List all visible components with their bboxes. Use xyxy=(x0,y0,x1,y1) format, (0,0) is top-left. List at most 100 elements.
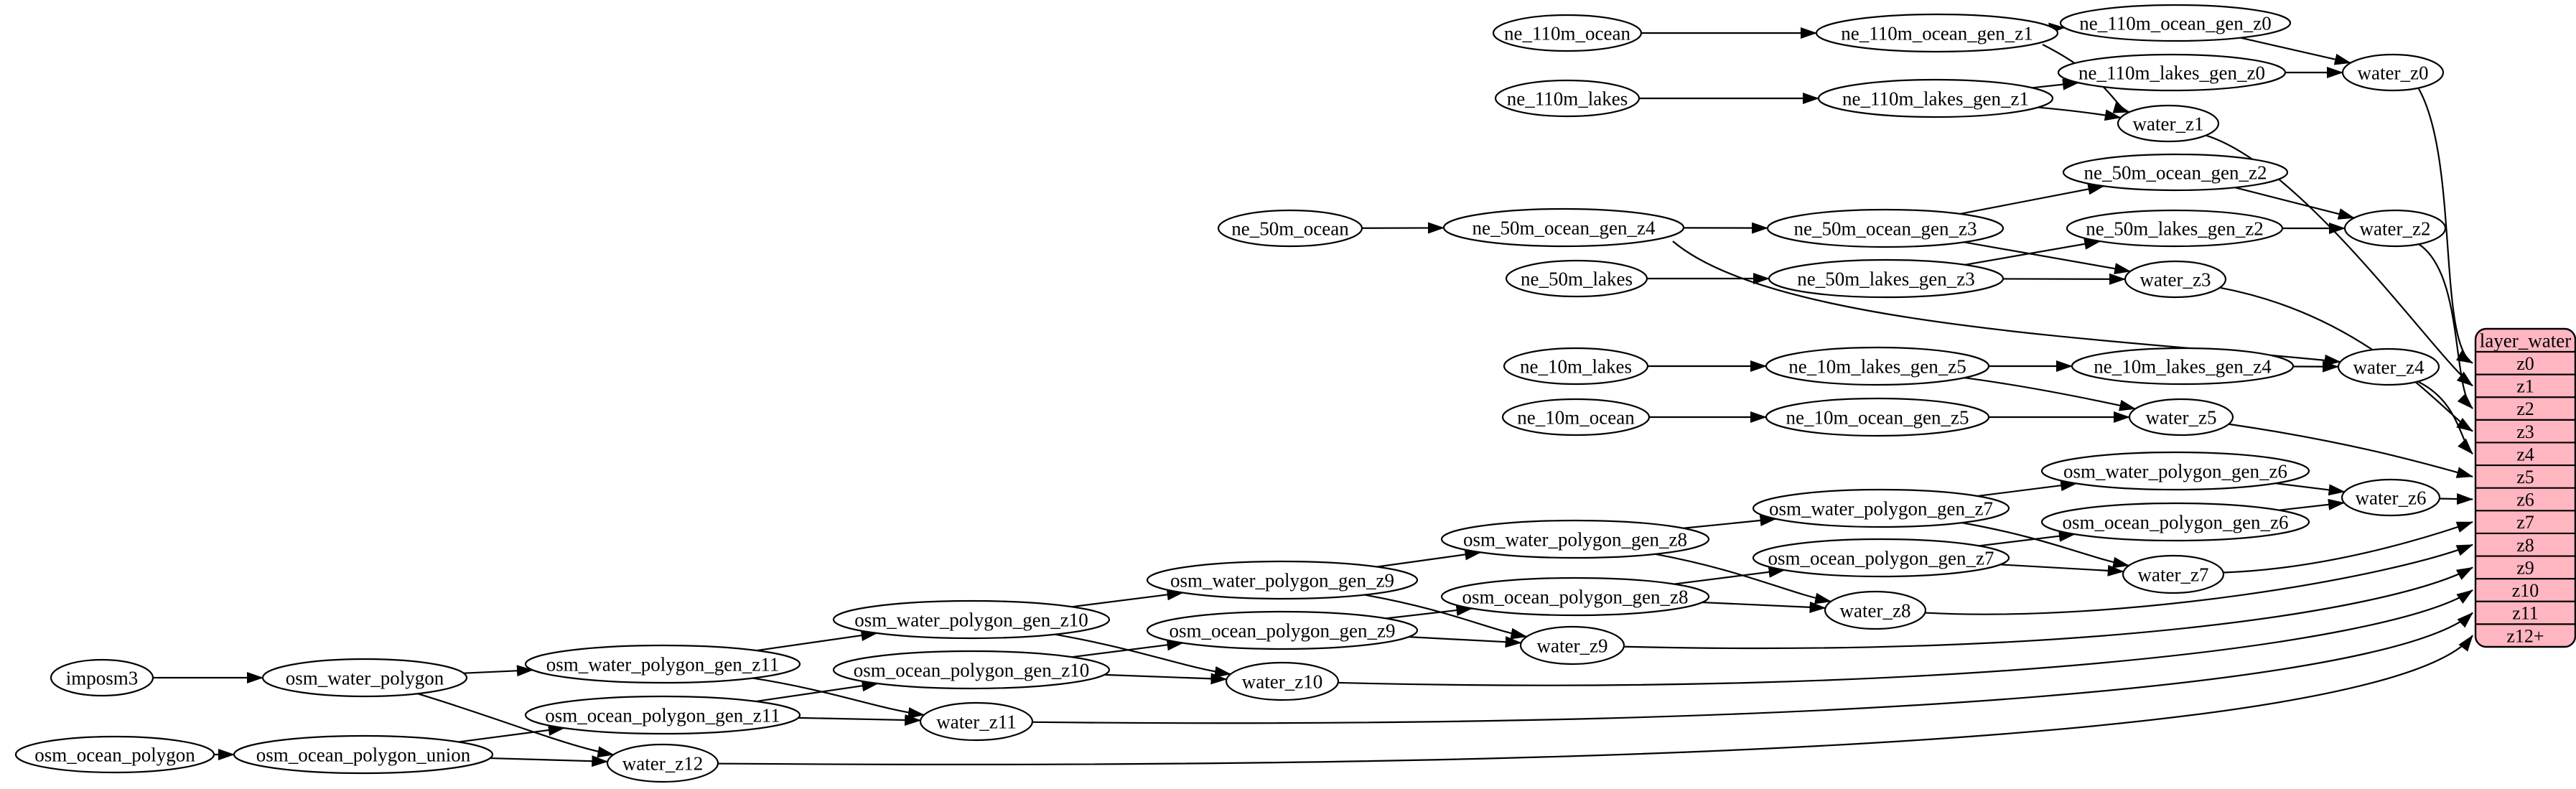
table-row-z8: z8 xyxy=(2516,535,2534,556)
edge-osm_water_polygon_gen_z11-to-osm_water_polygon_gen_z10 xyxy=(756,630,878,652)
node-label-osm_water_polygon_gen_z9: osm_water_polygon_gen_z9 xyxy=(1170,569,1394,591)
node-imposm3: imposm3 xyxy=(50,658,154,697)
node-ne_50m_ocean_gen_z3: ne_50m_ocean_gen_z3 xyxy=(1766,208,2005,248)
node-label-ne_10m_lakes: ne_10m_lakes xyxy=(1520,355,1632,377)
edge-ne_50m_ocean_gen_z2-to-water_z2 xyxy=(2234,187,2355,220)
node-label-water_z5: water_z5 xyxy=(2146,406,2217,428)
node-ellipse-water_z2 xyxy=(2343,209,2447,248)
edge-osm_water_polygon-to-osm_water_polygon_gen_z11 xyxy=(463,665,533,677)
node-label-ne_50m_lakes_gen_z3: ne_50m_lakes_gen_z3 xyxy=(1797,268,1974,289)
node-osm_water_polygon_gen_z7: osm_water_polygon_gen_z7 xyxy=(1752,488,2010,528)
node-ellipse-water_z5 xyxy=(2128,398,2234,436)
node-ellipse-imposm3 xyxy=(50,658,154,697)
node-label-water_z2: water_z2 xyxy=(2360,218,2431,239)
edge-ne_110m_ocean_gen_z1-to-ne_110m_ocean_gen_z0 xyxy=(2048,22,2066,34)
edge-osm_ocean_polygon_gen_z8-to-water_z8 xyxy=(1702,601,1826,613)
node-label-ne_50m_ocean_gen_z2: ne_50m_ocean_gen_z2 xyxy=(2084,162,2267,183)
node-ellipse-osm_ocean_polygon_gen_z8 xyxy=(1440,576,1710,617)
node-ellipse-ne_110m_lakes_gen_z0 xyxy=(2057,53,2287,92)
node-ellipse-ne_10m_ocean_gen_z5 xyxy=(1765,397,1990,437)
node-ellipse-ne_50m_ocean_gen_z2 xyxy=(2062,153,2289,192)
edge-water_z6-to-layer_water-z6 xyxy=(2439,493,2473,505)
node-label-osm_ocean_polygon: osm_ocean_polygon xyxy=(34,744,195,765)
node-label-ne_50m_ocean_gen_z4: ne_50m_ocean_gen_z4 xyxy=(1473,217,1656,238)
node-label-ne_10m_ocean_gen_z5: ne_10m_ocean_gen_z5 xyxy=(1786,406,1969,428)
node-ellipse-osm_water_polygon_gen_z7 xyxy=(1752,488,2010,528)
edge-water_z0-to-layer_water-z0 xyxy=(2417,87,2473,364)
node-ne_10m_ocean: ne_10m_ocean xyxy=(1501,398,1651,436)
edge-water_z9-to-layer_water-z9 xyxy=(1623,566,2473,650)
node-ellipse-ne_10m_lakes_gen_z4 xyxy=(2071,347,2295,386)
node-label-imposm3: imposm3 xyxy=(66,667,139,688)
edge-water_z1-to-layer_water-z1 xyxy=(2206,134,2473,387)
node-label-ne_110m_ocean: ne_110m_ocean xyxy=(1504,22,1630,44)
layer-water-table: layer_waterz0z1z2z3z4z5z6z7z8z9z10z11z12… xyxy=(2474,327,2576,648)
node-ellipse-water_z4 xyxy=(2337,347,2440,386)
table-row-z4: z4 xyxy=(2516,444,2534,464)
node-label-water_z6: water_z6 xyxy=(2356,487,2427,508)
table-row-z3: z3 xyxy=(2516,421,2534,442)
node-label-ne_110m_lakes: ne_110m_lakes xyxy=(1507,88,1628,109)
node-ellipse-osm_ocean_polygon xyxy=(14,735,215,774)
node-water_z9: water_z9 xyxy=(1519,625,1625,666)
node-label-osm_water_polygon_gen_z8: osm_water_polygon_gen_z8 xyxy=(1463,528,1687,550)
edge-osm_water_polygon_gen_z9-to-osm_water_polygon_gen_z8 xyxy=(1377,548,1482,568)
table-row-z9: z9 xyxy=(2516,557,2534,578)
node-ellipse-ne_10m_lakes xyxy=(1503,347,1649,386)
edge-ne_50m_ocean_gen_z3-to-water_z3 xyxy=(1964,241,2132,275)
edge-osm_water_polygon_gen_z10-to-water_z10 xyxy=(1055,633,1232,678)
edge-osm_water_polygon_gen_z6-to-water_z6 xyxy=(2275,482,2346,496)
edge-osm_ocean_polygon_union-to-osm_ocean_polygon_gen_z11 xyxy=(458,724,565,743)
node-ellipse-osm_water_polygon_gen_z8 xyxy=(1440,519,1710,559)
node-label-ne_110m_lakes_gen_z1: ne_110m_lakes_gen_z1 xyxy=(1842,88,2029,109)
node-label-water_z11: water_z11 xyxy=(936,711,1016,732)
node-ellipse-osm_water_polygon_gen_z9 xyxy=(1146,560,1419,600)
node-label-water_z7: water_z7 xyxy=(2138,564,2209,585)
node-ellipse-osm_ocean_polygon_gen_z9 xyxy=(1146,610,1419,650)
edge-osm_water_polygon_gen_z9-to-water_z9 xyxy=(1364,594,1528,640)
table-row-z10: z10 xyxy=(2512,580,2539,601)
edge-osm_ocean_polygon_union-to-water_z12 xyxy=(490,755,609,767)
node-label-osm_ocean_polygon_union: osm_ocean_polygon_union xyxy=(256,744,471,765)
edge-osm_water_polygon_gen_z11-to-water_z11 xyxy=(752,677,925,719)
node-ne_50m_ocean: ne_50m_ocean xyxy=(1217,209,1363,248)
node-ne_110m_lakes: ne_110m_lakes xyxy=(1494,79,1641,118)
edge-osm_ocean_polygon_gen_z8-to-osm_ocean_polygon_gen_z7 xyxy=(1674,566,1786,585)
node-label-ne_50m_lakes_gen_z2: ne_50m_lakes_gen_z2 xyxy=(2086,218,2263,239)
node-label-water_z4: water_z4 xyxy=(2353,356,2425,378)
node-ellipse-osm_ocean_polygon_gen_z6 xyxy=(2040,502,2310,542)
edge-osm_ocean_polygon_gen_z10-to-water_z10 xyxy=(1104,673,1228,685)
node-label-ne_10m_lakes_gen_z4: ne_10m_lakes_gen_z4 xyxy=(2094,355,2272,377)
node-label-osm_water_polygon: osm_water_polygon xyxy=(286,667,444,688)
node-ellipse-ne_110m_lakes xyxy=(1494,79,1641,118)
node-ne_10m_lakes_gen_z5: ne_10m_lakes_gen_z5 xyxy=(1765,346,1990,386)
node-label-osm_ocean_polygon_gen_z8: osm_ocean_polygon_gen_z8 xyxy=(1462,586,1689,607)
node-water_z7: water_z7 xyxy=(2122,554,2225,594)
edge-ne_50m_ocean_gen_z4-to-water_z4 xyxy=(1672,241,2341,366)
table-row-z0: z0 xyxy=(2516,353,2534,374)
node-osm_water_polygon_gen_z10: osm_water_polygon_gen_z10 xyxy=(832,599,1111,640)
node-label-osm_ocean_polygon_gen_z9: osm_ocean_polygon_gen_z9 xyxy=(1170,620,1396,641)
node-ne_110m_ocean: ne_110m_ocean xyxy=(1492,14,1643,52)
edge-osm_ocean_polygon_gen_z6-to-water_z6 xyxy=(2279,498,2346,511)
node-ellipse-water_z10 xyxy=(1225,661,1340,701)
table-row-z11: z11 xyxy=(2512,603,2539,624)
table-row-z2: z2 xyxy=(2516,398,2534,419)
node-label-water_z1: water_z1 xyxy=(2133,113,2204,134)
node-ellipse-water_z9 xyxy=(1519,625,1625,666)
node-ellipse-water_z8 xyxy=(1824,590,1927,630)
node-osm_water_polygon_gen_z8: osm_water_polygon_gen_z8 xyxy=(1440,519,1710,559)
edge-water_z5-to-layer_water-z5 xyxy=(2229,423,2473,478)
node-label-water_z3: water_z3 xyxy=(2140,269,2211,290)
node-label-ne_110m_lakes_gen_z0: ne_110m_lakes_gen_z0 xyxy=(2078,62,2265,83)
node-ellipse-water_z11 xyxy=(919,701,1034,742)
node-ellipse-water_z0 xyxy=(2341,53,2445,92)
node-label-water_z8: water_z8 xyxy=(1840,599,1911,621)
edge-water_z2-to-layer_water-z2 xyxy=(2418,243,2473,409)
edge-osm_ocean_polygon_gen_z11-to-water_z11 xyxy=(798,714,922,726)
edge-osm_water_polygon_gen_z8-to-water_z8 xyxy=(1655,553,1832,604)
node-label-osm_ocean_polygon_gen_z11: osm_ocean_polygon_gen_z11 xyxy=(545,704,780,726)
node-ellipse-ne_50m_lakes_gen_z2 xyxy=(2066,209,2284,248)
edge-osm_ocean_polygon_gen_z10-to-osm_ocean_polygon_gen_z9 xyxy=(1071,639,1184,658)
